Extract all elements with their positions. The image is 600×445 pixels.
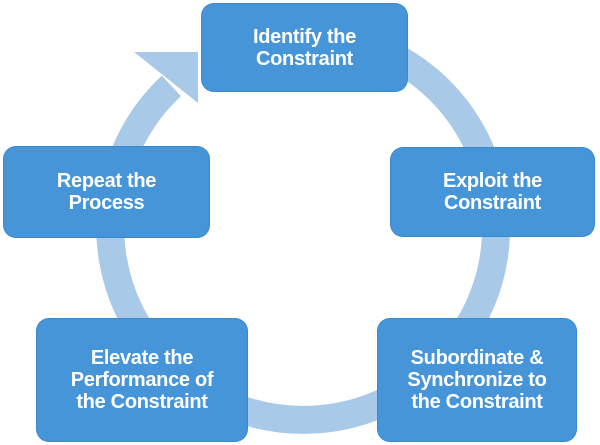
step-label-line: the Constraint xyxy=(76,391,208,413)
step-label-line: Synchronize to xyxy=(407,369,547,391)
step-label-line: Constraint xyxy=(443,192,541,214)
step-box-repeat: Repeat the Process xyxy=(3,146,210,238)
step-box-identify: Identify the Constraint xyxy=(201,3,408,92)
step-box-exploit: Exploit the Constraint xyxy=(390,147,595,237)
step-label-line: Exploit the xyxy=(443,170,542,192)
cycle-arrowhead-icon xyxy=(134,52,198,103)
step-box-elevate: Elevate the Performance of the Constrain… xyxy=(36,318,248,442)
step-label-line: Performance of xyxy=(70,369,214,391)
step-label-line: Process xyxy=(68,192,145,214)
step-label-line: Elevate the xyxy=(90,347,194,369)
step-label-line: Identify the xyxy=(252,25,357,48)
step-box-subordinate: Subordinate & Synchronize to the Constra… xyxy=(377,318,577,442)
step-label-line: Subordinate & xyxy=(410,347,544,369)
step-label-line: Constraint xyxy=(255,47,353,70)
step-label-line: the Constraint xyxy=(411,391,543,413)
step-label-line: Repeat the xyxy=(56,170,157,192)
